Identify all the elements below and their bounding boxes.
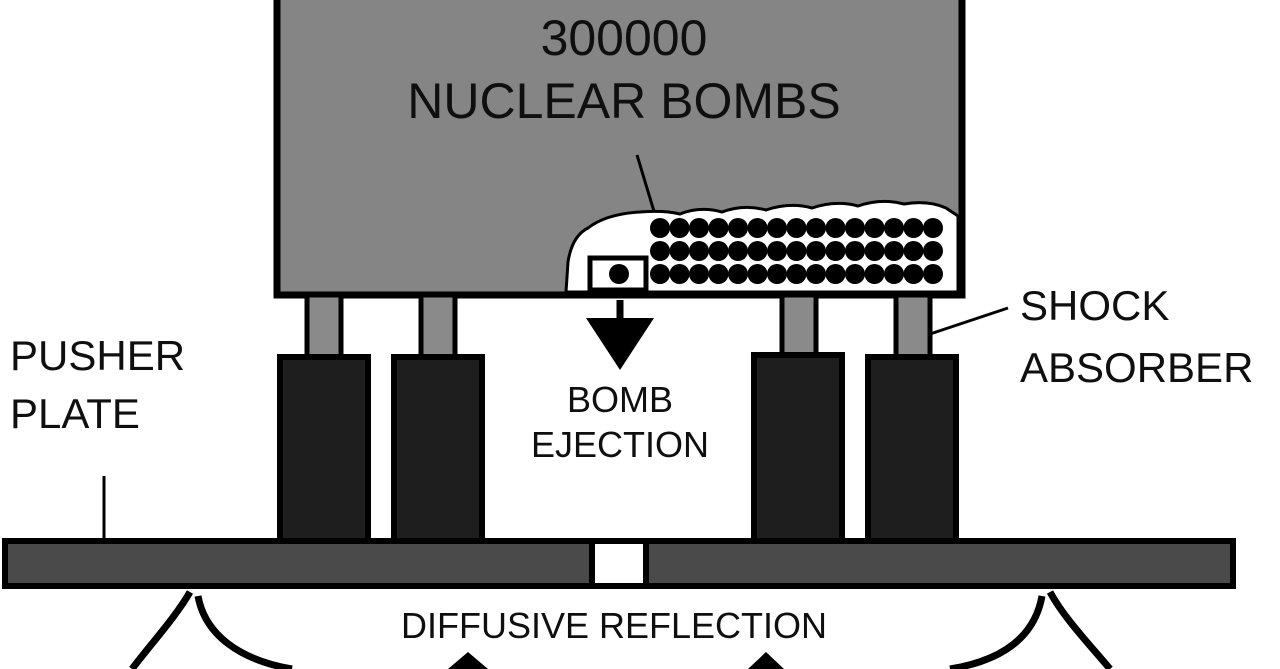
stacked-bomb bbox=[845, 264, 865, 284]
pusher-plate-label-line2: PLATE bbox=[10, 390, 140, 437]
stacked-bomb bbox=[669, 218, 690, 238]
ejecting-bomb bbox=[609, 264, 629, 284]
stacked-bomb bbox=[689, 264, 709, 284]
shock-absorber-label-line2: ABSORBER bbox=[1020, 344, 1253, 391]
piston-rod-2 bbox=[418, 292, 458, 360]
stacked-bomb bbox=[923, 241, 943, 261]
stacked-bomb bbox=[845, 241, 865, 261]
stacked-bomb bbox=[923, 264, 943, 284]
stacked-bomb bbox=[923, 218, 943, 238]
stacked-bomb bbox=[669, 241, 690, 261]
stacked-bomb bbox=[806, 264, 826, 284]
stacked-bomb bbox=[903, 218, 924, 238]
stacked-bomb bbox=[728, 218, 748, 238]
stacked-bomb bbox=[884, 241, 904, 261]
stacked-bomb bbox=[786, 241, 807, 261]
stacked-bomb bbox=[708, 218, 729, 238]
bomb-ejection-arrow-head bbox=[586, 318, 654, 370]
reflection-inner-curve-left bbox=[194, 595, 293, 669]
stacked-bomb bbox=[650, 218, 670, 238]
magazine-name-label: NUCLEAR BOMBS bbox=[407, 73, 840, 129]
diffusive-reflection-label: DIFFUSIVE REFLECTION bbox=[401, 605, 827, 646]
stacked-bomb bbox=[747, 264, 768, 284]
shock-absorber-label-line1: SHOCK bbox=[1020, 282, 1169, 329]
pusher-plate-right bbox=[643, 538, 1236, 589]
stacked-bomb bbox=[767, 218, 787, 238]
pusher-plate-center-hole bbox=[589, 538, 649, 589]
shock-absorber-leader-line bbox=[929, 306, 1009, 336]
stacked-bomb bbox=[884, 218, 904, 238]
stacked-bomb bbox=[825, 241, 846, 261]
magazine-leader-line bbox=[635, 154, 658, 219]
piston-rod-3 bbox=[779, 292, 819, 358]
pusher-plate-label-line1: PUSHER bbox=[10, 332, 185, 379]
stacked-bomb bbox=[825, 218, 846, 238]
stacked-bomb bbox=[806, 218, 826, 238]
bomb-ejection-label-line2: EJECTION bbox=[531, 424, 709, 465]
reflection-curve-right bbox=[1046, 590, 1113, 669]
shock-absorber-2 bbox=[391, 354, 485, 545]
magazine-count-label: 300000 bbox=[541, 10, 708, 66]
bomb-stack bbox=[650, 218, 943, 284]
piston-rod-4 bbox=[893, 292, 933, 360]
shock-absorber-1 bbox=[277, 354, 371, 545]
stacked-bomb bbox=[767, 264, 787, 284]
piston-rod-1 bbox=[304, 292, 344, 360]
bomb-ejection-label-line1: BOMB bbox=[567, 379, 673, 420]
stacked-bomb bbox=[747, 241, 768, 261]
stacked-bomb bbox=[728, 241, 748, 261]
shock-absorber-3 bbox=[751, 352, 845, 545]
reflection-inner-curve-right bbox=[949, 595, 1046, 669]
stacked-bomb bbox=[669, 264, 690, 284]
stacked-bomb bbox=[650, 264, 670, 284]
stacked-bomb bbox=[884, 264, 904, 284]
stacked-bomb bbox=[708, 264, 729, 284]
stacked-bomb bbox=[747, 218, 768, 238]
stacked-bomb bbox=[689, 241, 709, 261]
pusher-plate-left bbox=[2, 538, 595, 589]
reflection-arrow-right bbox=[748, 652, 784, 669]
stacked-bomb bbox=[650, 241, 670, 261]
stacked-bomb bbox=[806, 241, 826, 261]
stacked-bomb bbox=[903, 264, 924, 284]
stacked-bomb bbox=[767, 241, 787, 261]
stacked-bomb bbox=[786, 218, 807, 238]
stacked-bomb bbox=[786, 264, 807, 284]
stacked-bomb bbox=[864, 241, 885, 261]
shock-absorber-4 bbox=[865, 354, 959, 545]
stacked-bomb bbox=[845, 218, 865, 238]
stacked-bomb bbox=[903, 241, 924, 261]
stacked-bomb bbox=[864, 264, 885, 284]
reflection-curve-left bbox=[129, 590, 194, 669]
stacked-bomb bbox=[689, 218, 709, 238]
stacked-bomb bbox=[708, 241, 729, 261]
stacked-bomb bbox=[728, 264, 748, 284]
stacked-bomb bbox=[864, 218, 885, 238]
stacked-bomb bbox=[825, 264, 846, 284]
reflection-arrow-left bbox=[448, 652, 488, 669]
